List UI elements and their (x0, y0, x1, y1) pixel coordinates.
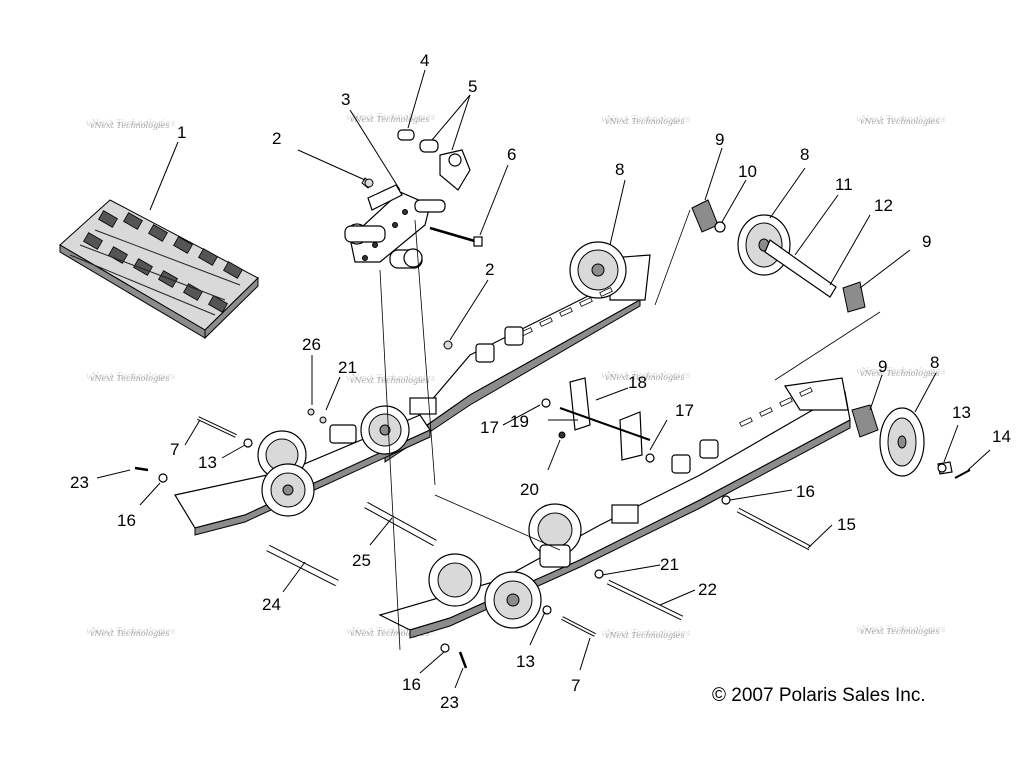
watermark: vNext Technologies (856, 115, 946, 125)
callout-label: 25 (352, 551, 371, 570)
callout-label: 7 (170, 440, 179, 459)
leader-lines (96, 69, 991, 689)
callout-label: 3 (341, 90, 350, 109)
callout-label: 21 (338, 358, 357, 377)
watermark: vNext Technologies (860, 369, 939, 378)
rail-upper-part (384, 241, 651, 463)
callout-label: 23 (440, 693, 459, 712)
callout-label: 16 (402, 675, 421, 694)
callout-label: 9 (878, 357, 887, 376)
callout-label: 2 (485, 260, 494, 279)
callout-label: 10 (738, 162, 757, 181)
callout-label: 16 (117, 511, 136, 530)
callout-label: 13 (516, 652, 535, 671)
callout-label: 21 (660, 555, 679, 574)
watermark: vNext Technologies (605, 117, 684, 126)
watermark: vNext Technologies (856, 625, 946, 635)
watermark: vNext Technologies (86, 372, 176, 382)
watermark: vNext Technologies (860, 627, 939, 636)
watermark: vNext Technologies (601, 115, 691, 125)
rear-axle-assembly-part (691, 199, 866, 313)
callout-label: 8 (615, 160, 624, 179)
watermark: vNext Technologies (346, 627, 436, 637)
callout-labels: 1 2 3 4 5 6 2 8 9 10 8 11 12 9 26 21 18 … (70, 51, 1011, 712)
rail-lower-part (378, 377, 851, 639)
watermark: vNext Technologies (86, 627, 176, 637)
bolt-part (429, 226, 483, 247)
callout-label: 17 (480, 418, 499, 437)
watermark: vNext Technologies (346, 374, 436, 384)
callout-label: 16 (796, 482, 815, 501)
watermark: vNext Technologies (350, 376, 429, 385)
watermark: vNext Technologies (90, 374, 169, 383)
callout-label: 2 (272, 129, 281, 148)
watermark: vNext Technologies (350, 115, 429, 124)
watermark: vNext Technologies (605, 631, 684, 640)
callout-label: 19 (510, 412, 529, 431)
callout-label: 12 (874, 196, 893, 215)
bracket-part (541, 377, 655, 463)
watermark: vNext Technologies (346, 113, 436, 123)
callout-label: 24 (262, 595, 281, 614)
rail-left-part (174, 405, 431, 536)
callout-label: 11 (835, 175, 853, 194)
callout-label: 4 (420, 51, 429, 70)
callout-label: 8 (930, 353, 939, 372)
construction-lines (379, 209, 881, 651)
track-mat-part (59, 199, 259, 340)
callout-label: 26 (302, 335, 321, 354)
watermark: vNext Technologies (856, 367, 946, 377)
watermark: vNext Technologies (90, 629, 169, 638)
callout-label: 14 (992, 427, 1011, 446)
callout-label: 13 (198, 453, 217, 472)
callout-label: 22 (698, 580, 717, 599)
callout-label: 5 (468, 77, 477, 96)
watermark: vNext Technologies (86, 119, 176, 129)
watermark: vNext Technologies (601, 371, 691, 381)
idler-wheel-part (851, 404, 971, 479)
copyright-notice: © 2007 Polaris Sales Inc. (712, 685, 926, 706)
watermark: vNext Technologies (860, 117, 939, 126)
callout-label: 7 (571, 676, 580, 695)
callout-label: 23 (70, 473, 89, 492)
watermark-layer: vNext Technologies vNext Technologies vN… (86, 113, 946, 640)
bushing-part (361, 129, 471, 191)
callout-label: 20 (520, 480, 539, 499)
pivot-arm-part (344, 184, 446, 269)
watermark: vNext Technologies (90, 121, 169, 130)
watermark: vNext Technologies (601, 629, 691, 639)
watermark: vNext Technologies (350, 629, 429, 638)
callout-label: 8 (800, 145, 809, 164)
callout-label: 18 (628, 373, 647, 392)
callout-label: 1 (177, 123, 186, 142)
watermark: vNext Technologies (605, 373, 684, 382)
callout-label: 6 (507, 145, 516, 164)
callout-label: 17 (675, 401, 694, 420)
callout-label: 13 (952, 403, 971, 422)
callout-label: 15 (837, 515, 856, 534)
callout-label: 9 (922, 232, 931, 251)
callout-label: 9 (715, 130, 724, 149)
